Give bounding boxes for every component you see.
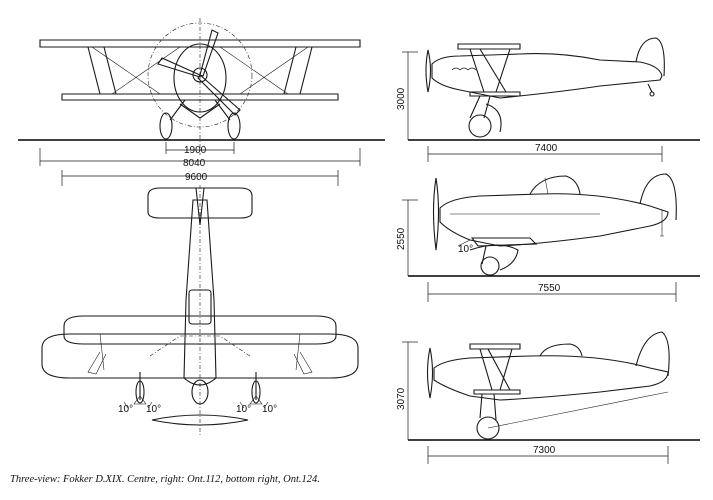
side-view-ont112: 10° [408, 173, 700, 277]
dim-mid-length: 7550 [538, 283, 561, 294]
plan-view: 10° 10° 10° 10° [41, 185, 359, 435]
plan-angle-1: 10° [118, 404, 133, 415]
side-ont112-dimensions: 2550 7550 [396, 199, 677, 302]
dim-bottom-length: 7300 [533, 445, 556, 456]
dim-top-height: 3000 [396, 87, 407, 110]
front-dimensions: 1900 8040 9600 [39, 142, 361, 186]
side-view-dxix [408, 37, 700, 141]
front-view [18, 18, 385, 155]
plan-angle-2: 10° [146, 404, 161, 415]
side-dxix-dimensions: 3000 7400 [396, 51, 663, 162]
plan-angle-4: 10° [262, 404, 277, 415]
side-view-ont124 [408, 331, 700, 441]
dim-bottom-height: 3070 [396, 387, 407, 410]
dim-mid-height: 2550 [396, 227, 407, 250]
mid-angle: 10° [458, 244, 473, 255]
plan-angle-3: 10° [236, 404, 251, 415]
dim-front-gear-track: 1900 [184, 145, 207, 156]
dim-top-length: 7400 [535, 143, 558, 154]
side-ont124-dimensions: 3070 7300 [396, 341, 669, 464]
dim-lower-span: 8040 [183, 158, 206, 169]
figure-caption: Three-view: Fokker D.XIX. Centre, right:… [10, 474, 320, 485]
dim-upper-span: 9600 [185, 172, 208, 183]
